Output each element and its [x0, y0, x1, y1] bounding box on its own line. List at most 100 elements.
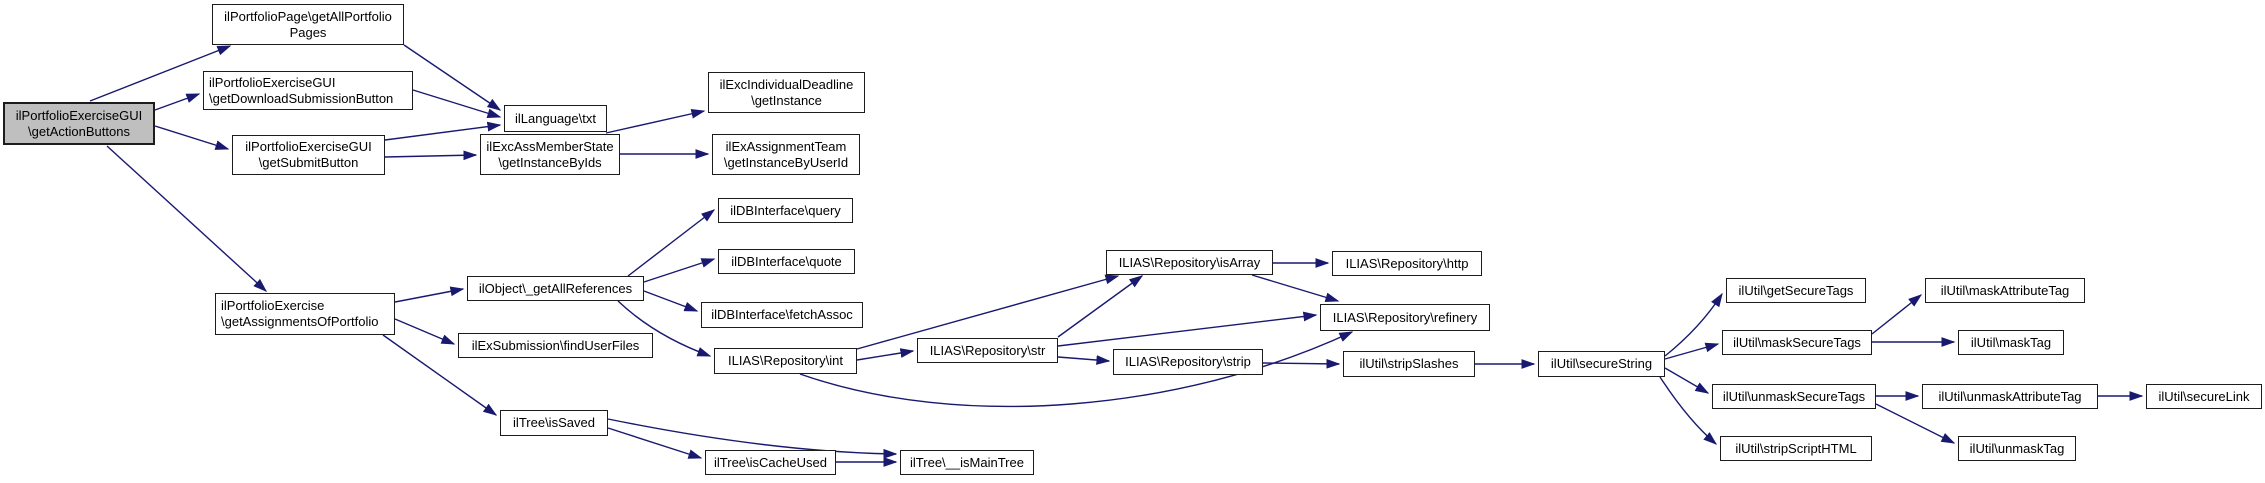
- edge-getAllReferences-to-quote: [643, 258, 716, 283]
- graph-node-secureLink[interactable]: ilUtil\secureLink: [2146, 384, 2262, 409]
- graph-node-label: Pages: [289, 24, 327, 40]
- graph-node-label: \getActionButtons: [28, 123, 130, 139]
- graph-node-getAssignmentsOfPortfolio[interactable]: ilPortfolioExercise\getAssignmentsOfPort…: [215, 293, 395, 335]
- graph-node-repoInt[interactable]: ILIAS\Repository\int: [714, 348, 857, 374]
- graph-node-isCacheUsed[interactable]: ilTree\isCacheUsed: [705, 450, 836, 475]
- graph-node-unmaskTag[interactable]: ilUtil\unmaskTag: [1958, 436, 2076, 461]
- graph-node-label: ilPortfolioPage\getAllPortfolio: [224, 8, 392, 24]
- graph-node-label: ilUtil\stripSlashes: [1359, 356, 1459, 371]
- graph-node-label: ilUtil\maskSecureTags: [1733, 334, 1861, 350]
- graph-node-stripScriptHTML[interactable]: ilUtil\stripScriptHTML: [1720, 436, 1872, 461]
- graph-node-label: ILIAS\Repository\str: [929, 342, 1046, 358]
- edge-isSaved-to-isMainTree: [607, 418, 898, 459]
- edge-repoInt-to-refinery: [799, 331, 1354, 408]
- graph-node-label: \getInstanceByUserId: [723, 154, 849, 170]
- edge-secureString-to-stripScriptHTML: [1659, 376, 1718, 445]
- graph-node-stripSlashes[interactable]: ilUtil\stripSlashes: [1343, 351, 1475, 377]
- graph-node-label: ilExcIndividualDeadline: [719, 76, 854, 92]
- graph-node-isArray[interactable]: ILIAS\Repository\isArray: [1106, 250, 1273, 275]
- graph-node-label: ilTree\__isMainTree: [910, 454, 1024, 470]
- edge-getAllPortfolioPages-to-txt: [403, 44, 502, 111]
- graph-node-label: ilObject\_getAllReferences: [478, 280, 633, 296]
- edge-secureString-to-maskSecureTags: [1664, 342, 1720, 360]
- graph-node-label: ilUtil\secureLink: [2158, 388, 2250, 404]
- graph-node-maskAttributeTag[interactable]: ilUtil\maskAttributeTag: [1925, 278, 2085, 303]
- graph-node-isSaved[interactable]: ilTree\isSaved: [500, 410, 608, 436]
- graph-node-label: ILIAS\Repository\isArray: [1118, 254, 1261, 270]
- graph-node-secureString[interactable]: ilUtil\secureString: [1538, 351, 1665, 377]
- graph-node-unmaskAttributeTag[interactable]: ilUtil\unmaskAttributeTag: [1922, 384, 2098, 409]
- graph-node-quote[interactable]: ilDBInterface\quote: [718, 249, 855, 274]
- edge-isArray-to-refinery: [1251, 274, 1340, 303]
- edge-repoStr-to-isArray: [1057, 275, 1144, 338]
- graph-node-getInstanceByUserId[interactable]: ilExAssignmentTeam\getInstanceByUserId: [712, 134, 860, 175]
- graph-node-getDownloadSubmissionButton[interactable]: ilPortfolioExerciseGUI\getDownloadSubmis…: [203, 71, 413, 110]
- graph-node-getSecureTags[interactable]: ilUtil\getSecureTags: [1726, 278, 1866, 303]
- graph-node-label: ilExAssignmentTeam: [725, 138, 847, 154]
- edge-getActionButtons-to-getAllPortfolioPages: [89, 45, 232, 102]
- graph-node-label: \getDownloadSubmissionButton: [209, 90, 394, 106]
- graph-node-refinery[interactable]: ILIAS\Repository\refinery: [1320, 304, 1490, 331]
- edge-repoInt-to-isArray: [856, 274, 1120, 350]
- graph-node-label: ilUtil\secureString: [1550, 356, 1653, 371]
- graph-node-maskTag[interactable]: ilUtil\maskTag: [1958, 330, 2064, 355]
- graph-node-repoStr[interactable]: ILIAS\Repository\str: [917, 338, 1058, 363]
- edge-secureString-to-unmaskSecureTags: [1664, 367, 1710, 394]
- graph-node-maskSecureTags[interactable]: ilUtil\maskSecureTags: [1722, 330, 1872, 355]
- graph-node-label: \getSubmitButton: [258, 155, 359, 170]
- graph-node-label: ilLanguage\txt: [515, 110, 596, 126]
- edge-getSubmitButton-to-getInstanceByIds: [384, 150, 478, 161]
- graph-node-getSubmitButton[interactable]: ilPortfolioExerciseGUI\getSubmitButton: [232, 135, 385, 175]
- graph-node-strip[interactable]: ILIAS\Repository\strip: [1113, 349, 1263, 375]
- graph-node-findUserFiles[interactable]: ilExSubmission\findUserFiles: [458, 333, 653, 358]
- graph-node-label: ilPortfolioExercise: [221, 298, 325, 313]
- graph-node-label: ilUtil\unmaskSecureTags: [1722, 388, 1866, 404]
- graph-node-label: \getAssignmentsOfPortfolio: [221, 314, 379, 329]
- graph-node-txt[interactable]: ilLanguage\txt: [504, 105, 607, 132]
- edge-maskSecureTags-to-maskAttributeTag: [1871, 294, 1923, 335]
- edge-secureString-to-getSecureTags: [1664, 292, 1723, 357]
- edge-getInstanceByIds-to-getInstance: [605, 108, 706, 134]
- graph-node-getAllReferences[interactable]: ilObject\_getAllReferences: [467, 276, 644, 301]
- edge-getAllReferences-to-repoInt: [617, 300, 712, 357]
- graph-node-http[interactable]: ILIAS\Repository\http: [1332, 251, 1482, 276]
- graph-node-label: ilDBInterface\quote: [731, 253, 842, 269]
- edge-getActionButtons-to-getDownloadSubmissionButton: [154, 93, 201, 111]
- edge-getAllReferences-to-query: [627, 209, 716, 277]
- edge-getSubmitButton-to-txt: [384, 121, 502, 141]
- graph-node-label: ilUtil\getSecureTags: [1738, 282, 1854, 298]
- graph-node-label: ilPortfolioExerciseGUI: [245, 139, 372, 154]
- graph-node-label: ilUtil\maskAttributeTag: [1940, 282, 2070, 298]
- graph-node-label: ilExSubmission\findUserFiles: [471, 337, 640, 353]
- graph-node-label: ilUtil\maskTag: [1970, 334, 2052, 350]
- graph-node-label: ilUtil\stripScriptHTML: [1735, 440, 1857, 456]
- graph-node-unmaskSecureTags[interactable]: ilUtil\unmaskSecureTags: [1712, 384, 1876, 409]
- graph-node-fetchAssoc[interactable]: ilDBInterface\fetchAssoc: [701, 302, 863, 328]
- graph-node-label: ilDBInterface\query: [730, 202, 841, 218]
- graph-node-label: \getInstance: [751, 92, 822, 108]
- edge-repoStr-to-strip: [1057, 355, 1111, 365]
- graph-node-isMainTree[interactable]: ilTree\__isMainTree: [900, 450, 1034, 475]
- edge-getActionButtons-to-getSubmitButton: [154, 125, 230, 150]
- graph-node-label: ilTree\isCacheUsed: [714, 454, 827, 470]
- edge-isSaved-to-isCacheUsed: [607, 427, 703, 459]
- edge-getAssignmentsOfPortfolio-to-findUserFiles: [394, 318, 456, 345]
- graph-node-getInstance[interactable]: ilExcIndividualDeadline\getInstance: [708, 72, 865, 113]
- graph-node-label: ilPortfolioExerciseGUI: [209, 74, 336, 90]
- edge-repoInt-to-repoStr: [856, 348, 915, 361]
- graph-node-label: ilExcAssMemberState: [486, 138, 614, 154]
- graph-node-label: ilDBInterface\fetchAssoc: [711, 307, 853, 322]
- edge-getAssignmentsOfPortfolio-to-getAllReferences: [394, 286, 465, 303]
- graph-node-getInstanceByIds[interactable]: ilExcAssMemberState\getInstanceByIds: [480, 134, 620, 175]
- graph-node-label: \getInstanceByIds: [498, 154, 602, 170]
- edge-getActionButtons-to-getAssignmentsOfPortfolio: [106, 145, 268, 292]
- edge-getDownloadSubmissionButton-to-txt: [412, 89, 502, 118]
- graph-node-query[interactable]: ilDBInterface\query: [718, 198, 853, 223]
- graph-node-label: ilPortfolioExerciseGUI: [15, 107, 143, 123]
- graph-node-label: ilUtil\unmaskTag: [1969, 440, 2065, 456]
- graph-node-getActionButtons[interactable]: ilPortfolioExerciseGUI\getActionButtons: [3, 102, 155, 145]
- graph-node-label: ilTree\isSaved: [513, 415, 595, 430]
